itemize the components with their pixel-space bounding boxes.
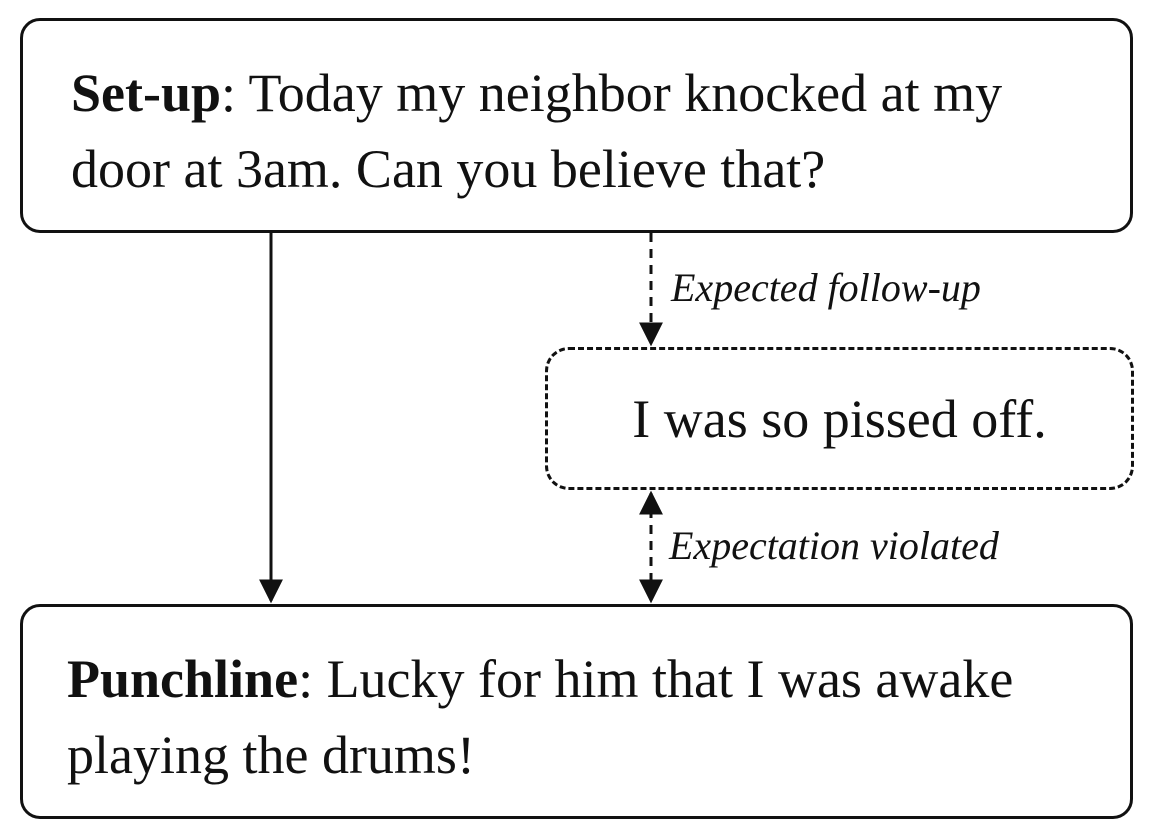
- punchline-line-2: playing the drums!: [67, 725, 475, 785]
- setup-line-1: Set-up: Today my neighbor knocked at my: [71, 55, 1130, 131]
- punchline-box: Punchline: Lucky for him that I was awak…: [20, 604, 1133, 819]
- expected-followup-text: I was so pissed off.: [632, 388, 1047, 449]
- punchline-line-1: Punchline: Lucky for him that I was awak…: [67, 641, 1130, 717]
- setup-box: Set-up: Today my neighbor knocked at my …: [20, 18, 1133, 233]
- setup-lead: Set-up: [71, 63, 222, 123]
- setup-line-1-text: : Today my neighbor knocked at my: [221, 63, 1003, 123]
- expected-followup-box: I was so pissed off.: [545, 347, 1134, 490]
- punchline-lead: Punchline: [67, 649, 299, 709]
- expected-followup-label: Expected follow-up: [671, 265, 981, 310]
- expectation-violated-label: Expectation violated: [669, 523, 999, 568]
- punchline-line-1-text: : Lucky for him that I was awake: [298, 649, 1014, 709]
- setup-line-2: door at 3am. Can you believe that?: [71, 139, 826, 199]
